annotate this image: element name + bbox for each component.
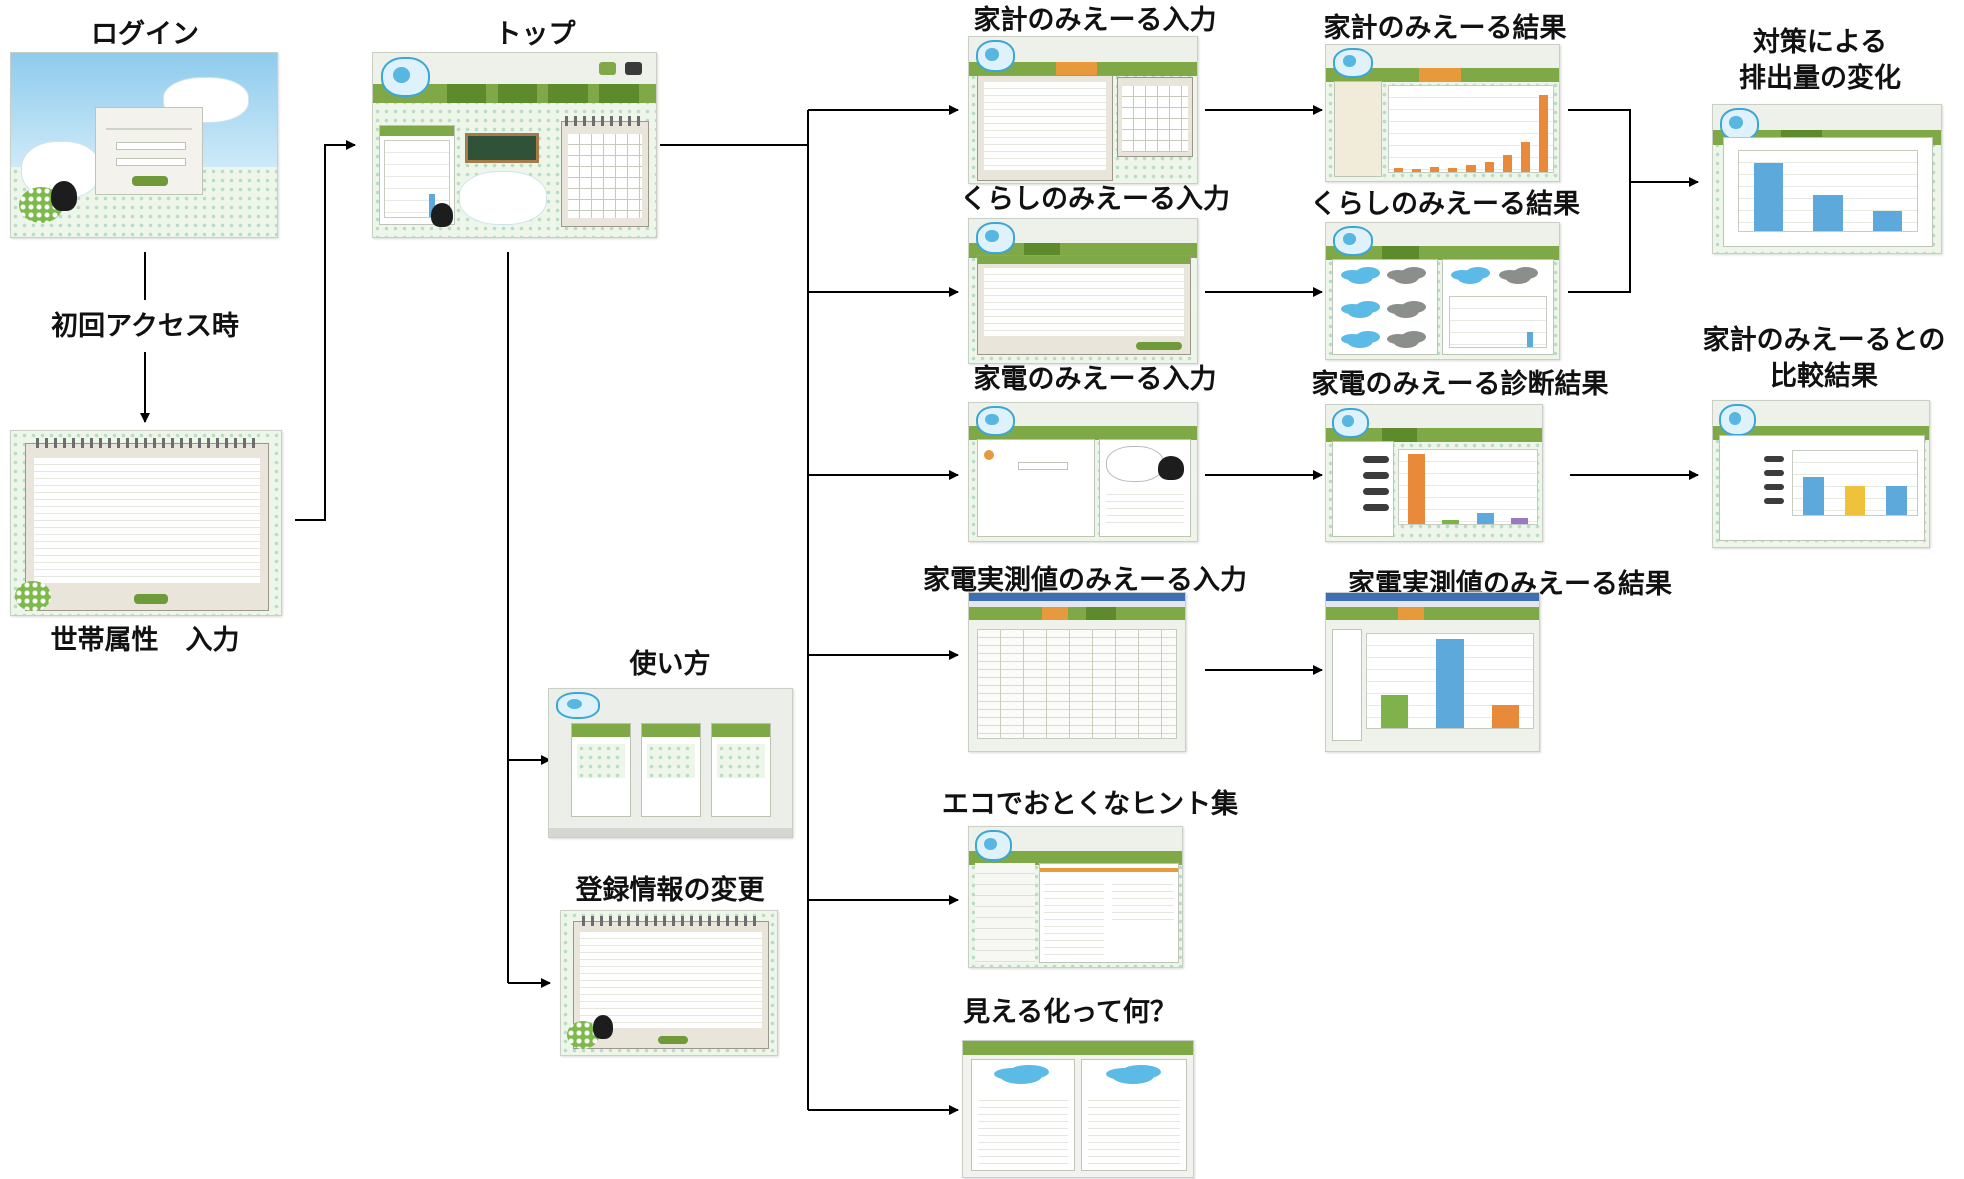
screenshot-register-change[interactable] xyxy=(560,910,778,1056)
label-compare-line1: 家計のみえーるとの xyxy=(1702,325,1946,356)
label-jissoku-input: 家電実測値のみえーる入力 xyxy=(923,565,1247,596)
chart-bar xyxy=(1844,486,1866,515)
jissoku-table[interactable] xyxy=(977,629,1177,739)
label-compare-line2: 比較結果 xyxy=(1770,361,1878,392)
screenshot-kakei-input[interactable] xyxy=(968,36,1198,184)
chart-bar xyxy=(1872,211,1903,231)
label-household: 世帯属性 入力 xyxy=(50,625,240,656)
chart-bar xyxy=(1393,167,1403,172)
screenshot-jissoku-input[interactable] xyxy=(968,592,1186,752)
chart-bar xyxy=(1803,476,1824,515)
chart-bar xyxy=(1886,486,1907,515)
screenshot-eco-hints[interactable] xyxy=(968,826,1183,968)
chart-bar xyxy=(1448,167,1458,172)
household-form[interactable] xyxy=(25,438,269,611)
chart-bar xyxy=(1484,161,1494,172)
screenshot-kaden-input[interactable] xyxy=(968,402,1198,542)
screenshot-kakei-result[interactable] xyxy=(1325,44,1560,182)
label-mieru-what: 見える化って何？ xyxy=(963,997,1177,1028)
label-kakei-input: 家計のみえーる入力 xyxy=(973,5,1217,36)
label-taisaku-line1: 対策による xyxy=(1752,27,1888,58)
label-kaden-result: 家電のみえーる診断結果 xyxy=(1311,369,1609,400)
chart-bar xyxy=(1753,163,1784,231)
chart-bar xyxy=(1407,453,1425,524)
chart-bar xyxy=(1430,166,1440,172)
screenshot-kurashi-result[interactable] xyxy=(1325,222,1560,360)
label-top: トップ xyxy=(494,19,576,50)
screenshot-top[interactable] xyxy=(372,52,657,238)
taisaku-chart xyxy=(1738,150,1918,232)
label-eco-hints: エコでおとくなヒント集 xyxy=(941,789,1239,820)
screenshot-mieru-what[interactable] xyxy=(962,1040,1194,1178)
screenshot-compare[interactable] xyxy=(1712,400,1930,548)
connector-kakei-result-to-merge xyxy=(1568,109,1631,293)
jissoku-result-chart xyxy=(1366,633,1534,729)
screenshot-kaden-result[interactable] xyxy=(1325,404,1543,542)
label-kaden-input: 家電のみえーる入力 xyxy=(973,364,1217,395)
chart-bar xyxy=(1476,512,1494,524)
label-register-change: 登録情報の変更 xyxy=(575,875,765,906)
chart-bar xyxy=(1436,638,1464,728)
eco-hints-menu[interactable] xyxy=(975,863,1035,963)
screenshot-login[interactable] xyxy=(10,52,278,238)
screenshot-kurashi-input[interactable] xyxy=(968,218,1198,364)
kaden-result-chart xyxy=(1398,449,1538,525)
chart-bar xyxy=(1466,165,1476,172)
label-login: ログイン xyxy=(91,19,199,50)
chart-bar xyxy=(1491,704,1520,728)
connector-household-to-top xyxy=(295,140,356,521)
login-button[interactable] xyxy=(132,176,168,186)
chart-bar xyxy=(1539,94,1549,172)
chart-bar xyxy=(1813,195,1843,231)
chart-bar xyxy=(1502,154,1512,172)
chart-bar xyxy=(1380,695,1409,728)
household-submit-button[interactable] xyxy=(134,594,168,604)
chart-bar xyxy=(1411,168,1421,172)
label-howto: 使い方 xyxy=(629,649,711,680)
screenshot-household-input[interactable] xyxy=(10,430,282,616)
label-kurashi-input: くらしのみえーる入力 xyxy=(960,184,1230,215)
chart-bar xyxy=(1511,518,1529,524)
kakei-result-chart xyxy=(1388,85,1554,173)
screenshot-howto[interactable] xyxy=(548,688,793,838)
label-kakei-result: 家計のみえーる結果 xyxy=(1323,13,1567,44)
chart-bar xyxy=(1521,141,1531,172)
compare-chart xyxy=(1792,450,1918,516)
chart-bar xyxy=(1442,520,1460,524)
label-kurashi-result: くらしのみえーる結果 xyxy=(1310,189,1580,220)
screenshot-taisaku[interactable] xyxy=(1712,104,1942,254)
label-first-access: 初回アクセス時 xyxy=(51,311,239,342)
screenshot-jissoku-result[interactable] xyxy=(1325,592,1540,752)
login-form[interactable] xyxy=(95,107,203,195)
label-taisaku-line2: 排出量の変化 xyxy=(1739,63,1901,94)
